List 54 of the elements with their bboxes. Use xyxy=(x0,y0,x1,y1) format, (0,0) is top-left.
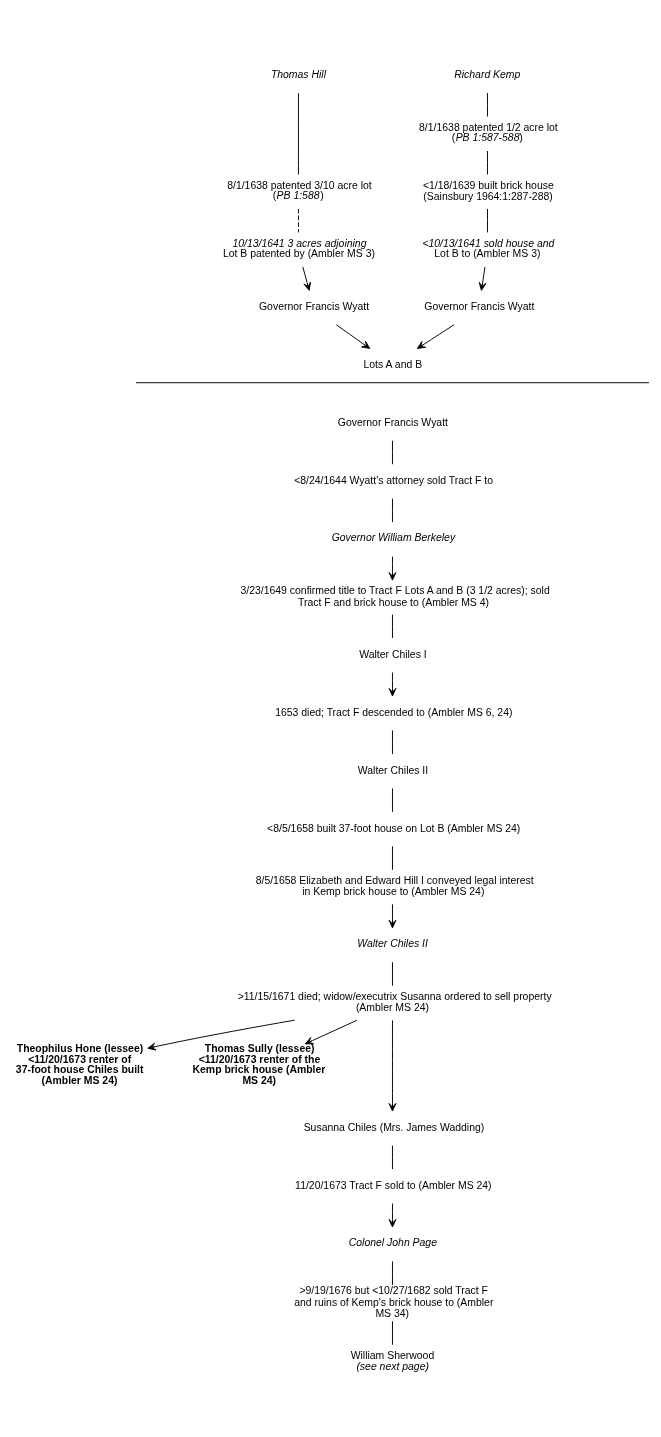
node-text: Governor William Berkeley xyxy=(331,531,456,543)
arrow xyxy=(388,1202,397,1227)
node-text: Governor Francis Wyatt xyxy=(259,300,370,312)
connector xyxy=(392,1260,393,1285)
node-text: <1/18/1639 built brick house (Sainsbury 1964:1:287-288) xyxy=(422,179,554,202)
node-text: Susanna Chiles (Mrs. James Wadding) xyxy=(303,1121,485,1133)
node-text: Thomas Hill xyxy=(270,68,326,80)
node-text: 11/20/1673 Tract F sold to (Ambler MS 24) xyxy=(295,1179,492,1191)
arrow xyxy=(335,323,371,349)
connector xyxy=(392,1320,393,1345)
connector xyxy=(392,787,393,812)
node-text: >11/15/1671 died; widow/executrix Susanna ordered to sell property (Ambler MS 24) xyxy=(237,990,552,1013)
node-text: >9/19/1676 but <10/27/1682 sold Tract F and ruins of Kemp's brick house to (Ambler MS 34) xyxy=(294,1284,494,1319)
node-text: Richard Kemp xyxy=(454,68,521,80)
node-text: 8/1/1638 patented 1/2 acre lot (PB 1:587-588) xyxy=(419,121,558,143)
node-text: Colonel John Page xyxy=(348,1236,437,1248)
node-text: 1653 died; Tract F descended to (Ambler MS 6, 24) xyxy=(275,706,513,718)
node-text: Walter Chiles II xyxy=(357,937,428,949)
node-text: <8/5/1658 built 37-foot house on Lot B (Ambler MS 24) xyxy=(267,822,521,834)
node-text: Governor Francis Wyatt xyxy=(337,416,448,428)
connector xyxy=(392,961,393,986)
node-text: 8/5/1658 Elizabeth and Edward Hill I conveyed legal interest in Kemp brick house to (Ambler MS 24) xyxy=(255,874,534,897)
arrow xyxy=(416,323,455,349)
connector xyxy=(392,439,393,465)
arrow xyxy=(478,265,487,291)
node-text: <8/24/1644 Wyatt's attorney sold Tract F to xyxy=(294,474,494,486)
connector xyxy=(392,845,393,870)
connector xyxy=(392,1144,393,1170)
arrow xyxy=(388,903,397,928)
node-text: Walter Chiles II xyxy=(357,764,429,776)
node-text: Thomas Sully (lessee) <11/20/1673 renter of the Kemp brick house (Ambler MS 24) xyxy=(192,1042,326,1086)
arrow xyxy=(302,265,311,291)
node-text: Governor Francis Wyatt xyxy=(424,300,535,312)
arrow xyxy=(388,1019,397,1111)
node-text: 8/1/1638 patented 3/10 acre lot (PB 1:588) xyxy=(227,179,372,201)
node-text: 3/23/1649 confirmed title to Tract F Lots A and B (3 1/2 acres); sold Tract F and brick house to (Ambler MS 4) xyxy=(240,584,550,608)
arrow xyxy=(304,1019,358,1044)
node-text: <10/13/1641 sold house and Lot B to (Ambler MS 3) xyxy=(422,237,555,259)
arrow xyxy=(147,1019,296,1050)
node-text: Lots A and B xyxy=(363,358,423,370)
connector xyxy=(392,613,393,638)
connector xyxy=(297,207,299,233)
connector xyxy=(392,497,393,523)
connector xyxy=(297,92,299,175)
node-text: Walter Chiles I xyxy=(359,648,427,660)
node-text: Theophilus Hone (lessee) <11/20/1673 renter of 37-foot house Chiles built (Ambler MS 24) xyxy=(15,1042,144,1086)
connector xyxy=(487,150,488,175)
connector xyxy=(487,207,488,233)
arrow xyxy=(388,555,397,581)
connector xyxy=(487,92,488,117)
node-text: William Sherwood (see next page) xyxy=(350,1349,435,1372)
arrow xyxy=(388,671,397,696)
node-text: 10/13/1641 3 acres adjoining Lot B patented by (Ambler MS 3) xyxy=(222,237,375,259)
connector xyxy=(392,729,393,754)
